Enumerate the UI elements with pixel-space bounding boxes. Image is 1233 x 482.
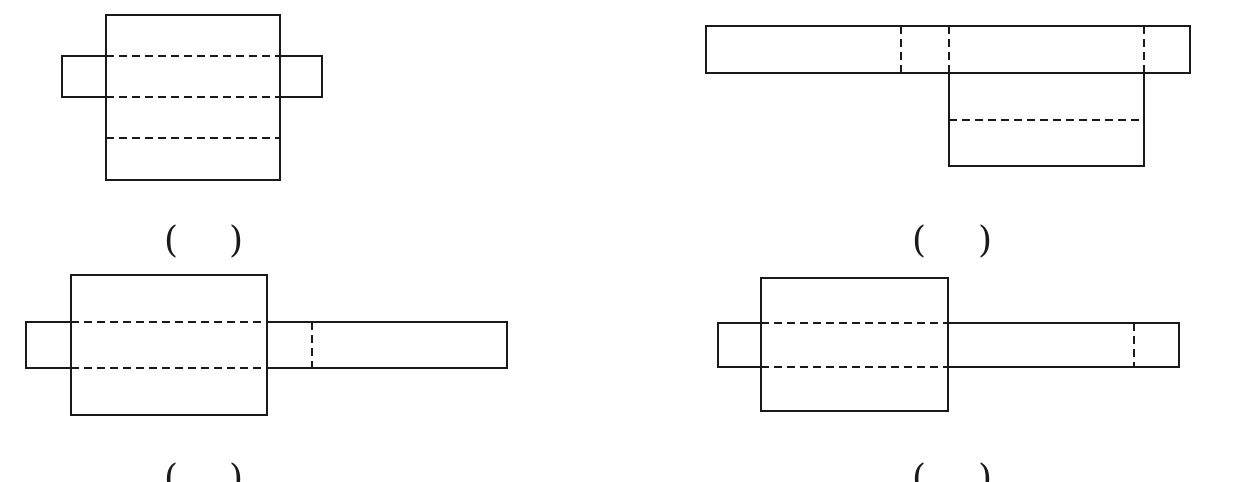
open-paren: ( [164,458,178,482]
net-c-left-flap [25,321,72,369]
net-c [25,274,508,416]
close-paren: ) [229,458,243,482]
open-paren: ( [912,220,926,261]
net-d-center-block [760,277,949,412]
answer-blank-a[interactable]: ( ) [164,220,243,261]
net-d-left-flap [717,322,762,368]
answer-blank-d[interactable]: ( ) [912,458,992,482]
answer-blank-c[interactable]: ( ) [164,458,243,482]
close-paren: ) [229,220,243,261]
net-a-right-flap [279,55,323,98]
net-b [705,25,1191,167]
net-d-right-strip [947,322,1180,368]
open-paren: ( [164,220,178,261]
net-c-center-block [70,274,268,416]
net-c-right-strip [266,321,508,369]
close-paren: ) [978,220,992,261]
close-paren: ) [978,458,992,482]
open-paren: ( [912,458,926,482]
net-d [717,277,1180,412]
answer-blank-b[interactable]: ( ) [912,220,992,261]
net-a-left-flap [61,55,107,98]
net-a [61,14,323,181]
